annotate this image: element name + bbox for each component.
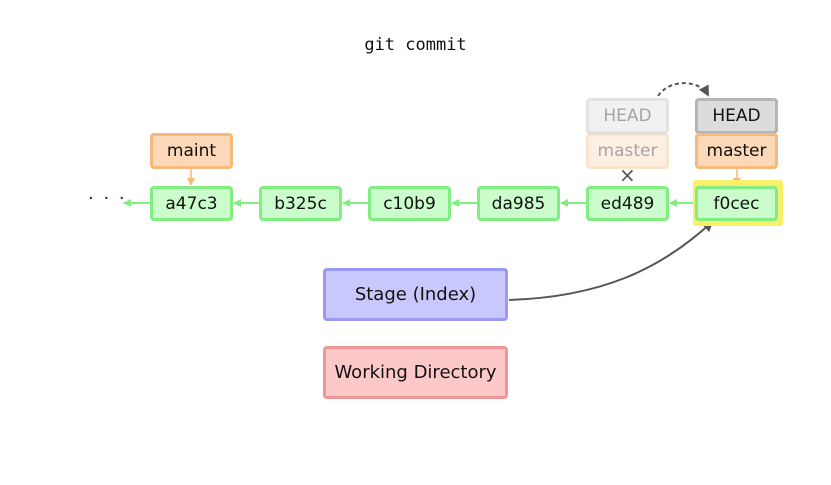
commit-f0cec: f0cec: [695, 186, 778, 221]
history-ellipsis: · · ·: [88, 188, 127, 209]
removed-pointer-marker: ×: [619, 163, 636, 187]
stage-index-area: Stage (Index): [323, 268, 508, 321]
commit-b325c: b325c: [259, 186, 342, 221]
branch-maint: maint: [150, 133, 233, 169]
commit-da985: da985: [477, 186, 560, 221]
stage-to-commit-arrow: [508, 220, 714, 301]
new-head-label: HEAD: [695, 98, 778, 134]
commit-ed489: ed489: [586, 186, 669, 221]
old-head-label: HEAD: [586, 98, 669, 134]
working-directory-area: Working Directory: [323, 346, 508, 399]
diagram-title: git commit: [364, 35, 467, 55]
commit-a47c3: a47c3: [150, 186, 233, 221]
head-move-arrow: [657, 82, 709, 97]
commit-c10b9: c10b9: [368, 186, 451, 221]
old-master-label: master: [586, 133, 669, 169]
new-master-label: master: [695, 133, 778, 169]
